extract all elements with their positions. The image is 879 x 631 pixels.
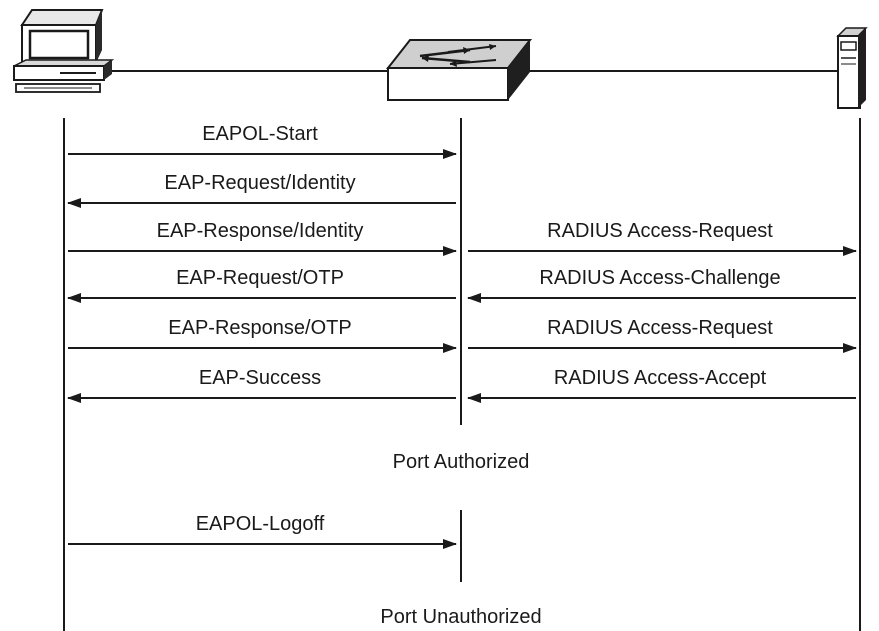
network-switch-icon — [385, 39, 533, 101]
port-authorized-label: Port Authorized — [393, 451, 530, 473]
message-eap-response-otp: EAP-Response/OTP — [68, 317, 457, 353]
desktop-pc-icon — [13, 9, 115, 93]
message-label: EAP-Response/Identity — [157, 220, 364, 242]
message-label: EAP-Request/OTP — [176, 267, 344, 289]
message-label: EAP-Success — [199, 367, 321, 389]
message-radius-access-challenge: RADIUS Access-Challenge — [467, 267, 856, 303]
message-label: EAPOL-Start — [202, 123, 318, 145]
message-radius-access-request-2: RADIUS Access-Request — [468, 317, 857, 353]
message-label: RADIUS Access-Challenge — [539, 267, 780, 289]
message-eap-request-identity: EAP-Request/Identity — [67, 172, 456, 208]
message-radius-access-request: RADIUS Access-Request — [468, 220, 857, 256]
message-eap-request-otp: EAP-Request/OTP — [67, 267, 456, 303]
message-label: RADIUS Access-Accept — [554, 367, 767, 389]
message-radius-access-accept: RADIUS Access-Accept — [467, 367, 856, 403]
message-eapol-start: EAPOL-Start — [68, 123, 457, 159]
message-eap-response-identity: EAP-Response/Identity — [68, 220, 457, 256]
server-tower-icon — [836, 27, 868, 109]
message-label: RADIUS Access-Request — [547, 317, 773, 339]
message-label: EAP-Response/OTP — [168, 317, 351, 339]
message-label: RADIUS Access-Request — [547, 220, 773, 242]
message-label: EAP-Request/Identity — [164, 172, 355, 194]
message-eapol-logoff: EAPOL-Logoff — [68, 513, 457, 549]
port-unauthorized-label: Port Unauthorized — [380, 606, 541, 628]
message-label: EAPOL-Logoff — [196, 513, 325, 535]
message-eap-success: EAP-Success — [67, 367, 456, 403]
